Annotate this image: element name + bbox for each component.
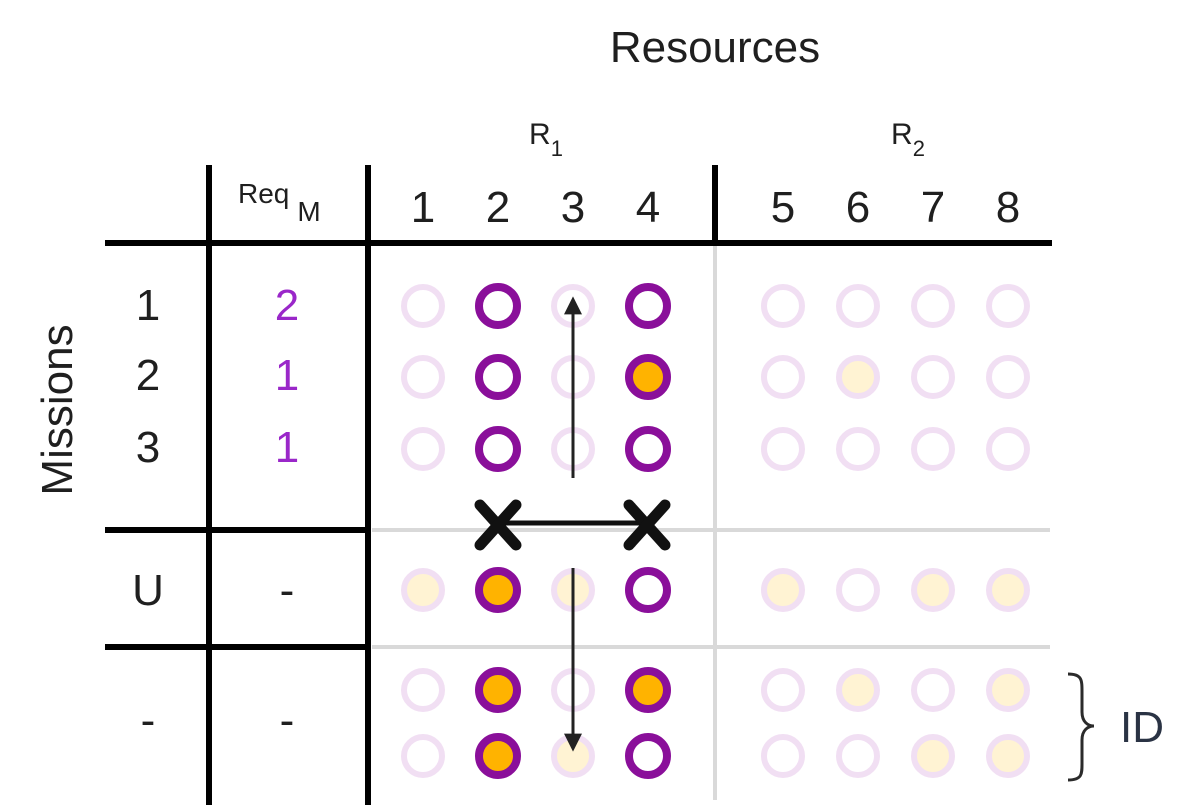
mission-label: U [132, 566, 164, 615]
resource-circle [475, 354, 521, 400]
faint-gridlines [372, 245, 1050, 800]
resource-circle [836, 734, 880, 778]
resource-circle [911, 284, 955, 328]
mission-label: - [141, 696, 156, 745]
requirement-value: 1 [275, 423, 299, 472]
requirement-value: - [280, 696, 295, 745]
group-label-r2: R2 [891, 118, 925, 161]
resource-circle [761, 734, 805, 778]
resource-circle [401, 734, 445, 778]
resource-circle [911, 734, 955, 778]
resource-number: 6 [846, 183, 870, 232]
resource-circle [761, 284, 805, 328]
resource-number: 4 [636, 183, 660, 232]
resource-circle [625, 667, 671, 713]
resource-number-row: 1 2 3 4 5 6 7 8 [411, 183, 1020, 232]
brace-label: ID [1120, 703, 1164, 752]
bold-gridlines [105, 165, 1052, 805]
resource-circle [625, 354, 671, 400]
resource-circle [401, 284, 445, 328]
resource-number: 2 [486, 183, 510, 232]
resource-number: 5 [771, 183, 795, 232]
resource-circle [911, 568, 955, 612]
resource-circle [986, 568, 1030, 612]
resource-circle [911, 355, 955, 399]
x-mark-icon [623, 499, 671, 551]
resource-circle [986, 284, 1030, 328]
requirement-value: 2 [275, 281, 299, 330]
resource-number: 8 [996, 183, 1020, 232]
resource-circle [625, 283, 671, 329]
resource-circle [625, 567, 671, 613]
resource-circle [475, 567, 521, 613]
mission-row-labels: 1 2 2 1 3 1U - - - [132, 281, 299, 745]
resource-circle [625, 426, 671, 472]
mission-label: 1 [136, 281, 160, 330]
resource-circle [625, 733, 671, 779]
mission-label: 3 [136, 423, 160, 472]
resource-circle [761, 355, 805, 399]
resource-number: 1 [411, 183, 435, 232]
requirement-value: 1 [275, 351, 299, 400]
resource-circle [986, 734, 1030, 778]
req-header: ReqM [238, 178, 321, 227]
resource-circle [475, 667, 521, 713]
resource-circle [475, 283, 521, 329]
resource-circle [986, 668, 1030, 712]
resource-circle [836, 568, 880, 612]
resource-circle [836, 427, 880, 471]
resource-circle [401, 668, 445, 712]
resource-circle [475, 733, 521, 779]
brace-icon [1067, 672, 1095, 782]
group-label-r1: R1 [529, 118, 563, 161]
mission-label: 2 [136, 351, 160, 400]
resource-circle [836, 284, 880, 328]
resource-circle [761, 568, 805, 612]
resource-circle [986, 427, 1030, 471]
resource-circle [986, 355, 1030, 399]
x-mark-icon [474, 499, 522, 551]
missions-axis-label: Missions [33, 324, 82, 495]
resource-circle [836, 668, 880, 712]
resource-circle [401, 355, 445, 399]
resource-circle [475, 426, 521, 472]
resource-circle [401, 427, 445, 471]
resource-circle [911, 668, 955, 712]
resource-circle [761, 427, 805, 471]
resource-number: 7 [921, 183, 945, 232]
resource-circle [401, 568, 445, 612]
resource-circle [836, 355, 880, 399]
resource-number: 3 [561, 183, 585, 232]
resource-circle [761, 668, 805, 712]
resource-circle [911, 427, 955, 471]
diagram-title: Resources [610, 23, 820, 72]
requirement-value: - [280, 566, 295, 615]
